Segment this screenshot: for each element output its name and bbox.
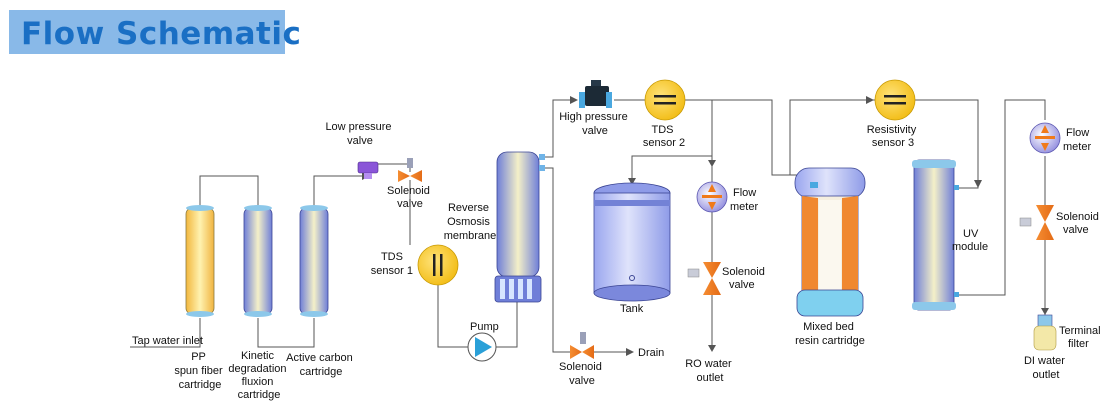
label-uv-module: UV module [952,228,988,253]
kinetic-cartridge [243,205,273,317]
tds-sensor-1-icon [417,244,459,286]
label-tap-water-inlet: Tap water inlet [132,335,203,347]
label-kinetic-cartridge: Kinetic degradation fluxion cartridge [228,350,289,401]
pipe-resistivity-to-uv [915,99,979,189]
arrow-to-resistivity [866,96,874,104]
high-pressure-valve-icon [579,80,612,108]
pipe-ro-to-drain [540,167,570,353]
label-resistivity-sensor: Resistivity sensor 3 [867,124,920,149]
tds-sensor-2-icon [644,79,686,121]
label-solenoid-valve-1: Solenoid valve [387,185,433,210]
pipe-tap-inlet [130,318,201,348]
pipe-uv-to-flowmeter2 [952,99,1046,296]
pipe-network [130,99,1046,353]
label-ro-membrane: Reverse Osmosis membrane [444,202,497,242]
arrow-to-filter [1041,308,1049,315]
label-drain: Drain [638,347,664,359]
label-carbon-cartridge: Active carbon cartridge [286,352,356,378]
label-solenoid-valve-drain: Solenoid valve [559,361,605,387]
label-flow-meter-1: Flow meter [730,187,759,213]
label-solenoid-valve-3: Solenoid valve [1056,211,1102,236]
labels: Tap water inlet PP spun fiber cartridge … [132,111,1104,401]
arrow-to-flowmeter1 [708,160,716,167]
page-title: Flow Schematic [21,16,302,52]
label-tank: Tank [620,303,644,315]
arrow-to-drain [626,348,634,356]
pipe-kinetic-to-carbon [257,318,315,348]
label-pp-cartridge: PP spun fiber cartridge [174,351,225,391]
label-pump: Pump [470,321,499,333]
pipe-pp-to-kinetic [199,175,259,205]
arrow-to-uv [974,180,982,188]
solenoid-valve-2-icon [687,262,721,295]
tank [593,182,671,302]
label-low-pressure-valve: Low pressure valve [325,121,394,147]
label-di-water-outlet: DI water outlet [1024,355,1068,381]
pipe-carbon-to-lpvalve [313,175,370,205]
label-mixed-bed: Mixed bed resin cartridge [795,321,865,347]
label-ro-water-outlet: RO water outlet [685,358,735,384]
low-pressure-valve-icon [357,161,379,179]
pipe-tds2-to-resin [685,99,800,176]
pipe-resin-to-resistivity [789,99,875,175]
arrow-to-hpvalve [570,96,578,104]
label-tds-sensor-2: TDS sensor 2 [643,124,685,149]
flow-meter-1-icon [696,181,728,213]
carbon-cartridge [299,205,329,317]
arrow-to-tank [628,178,636,185]
resistivity-sensor-icon [874,79,916,121]
terminal-filter-icon [1033,314,1057,351]
pipe-tank-feed [631,155,712,178]
label-high-pressure-valve: High pressure valve [559,111,631,137]
mixed-bed-cartridge [794,167,866,317]
label-flow-meter-2: Flow meter [1063,127,1092,153]
label-tds-sensor-1: TDS sensor 1 [371,251,413,277]
pipe-pump-to-ro [496,302,518,348]
flow-meter-2-icon [1029,122,1061,154]
uv-module [912,159,959,311]
title-banner: Flow Schematic [9,10,301,54]
solenoid-valve-3-icon [1019,205,1054,240]
ro-membrane [494,151,545,303]
pump-icon [467,332,497,362]
solenoid-valve-1-icon [398,158,422,182]
pipe-tds1-to-pump [437,285,468,348]
label-solenoid-valve-2: Solenoid valve [722,266,768,291]
pipe-ro-to-hpvalve [540,99,570,158]
pp-cartridge [185,205,215,317]
arrow-to-ro-outlet [708,345,716,352]
label-terminal-filter: Terminal filter [1059,325,1104,350]
solenoid-valve-drain-icon [570,332,594,359]
